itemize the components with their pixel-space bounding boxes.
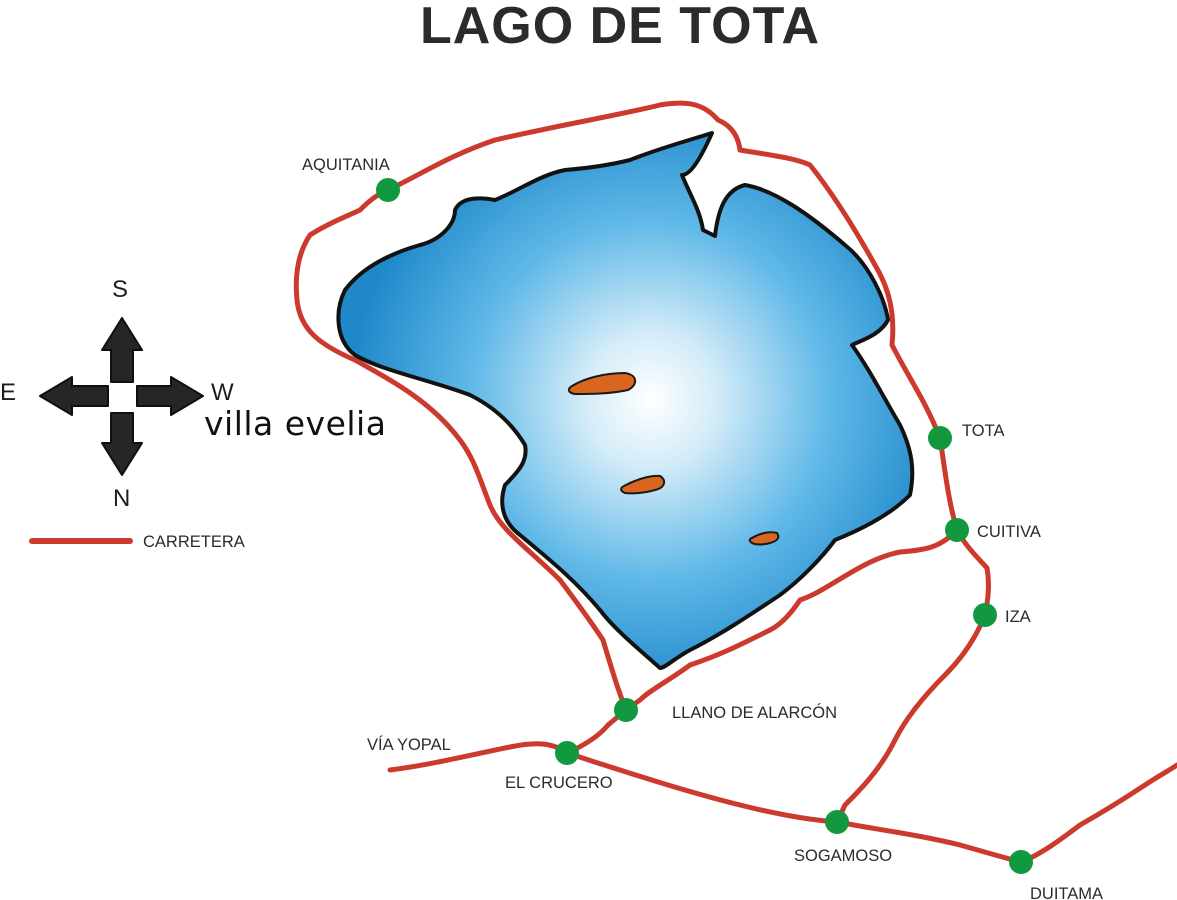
town-markers (376, 178, 1033, 874)
compass-arrow-down-icon (101, 412, 143, 476)
compass-label-right: W (211, 379, 234, 406)
town-marker-iza[interactable] (973, 603, 997, 627)
road-crucero-duitama (564, 750, 1177, 865)
compass-rose (39, 317, 204, 476)
road-via-yopal (387, 741, 570, 773)
town-marker-el-crucero[interactable] (555, 741, 579, 765)
town-marker-aquitania[interactable] (376, 178, 400, 202)
label-el-crucero: EL CRUCERO (505, 774, 613, 792)
label-iza: IZA (1005, 608, 1031, 626)
place-labels: AQUITANIA TOTA CUITIVA IZA LLANO DE ALAR… (302, 156, 1103, 900)
island-small (748, 531, 780, 546)
town-marker-tota[interactable] (928, 426, 952, 450)
road-lake-loop (293, 100, 960, 713)
label-tota: TOTA (962, 422, 1004, 440)
town-marker-sogamoso[interactable] (825, 810, 849, 834)
map-title: LAGO DE TOTA (419, 0, 821, 55)
islands (567, 371, 780, 546)
road-cuitiva-sogamoso (834, 527, 991, 825)
compass-label-bottom: N (113, 485, 130, 512)
label-sogamoso: SOGAMOSO (794, 847, 892, 865)
compass-label-left: E (0, 379, 16, 406)
compass-arrow-up-icon (101, 317, 143, 383)
town-marker-duitama[interactable] (1009, 850, 1033, 874)
island-large (567, 371, 637, 396)
town-marker-cuitiva[interactable] (945, 518, 969, 542)
label-aquitania: AQUITANIA (302, 156, 390, 174)
label-llano-de-alarcon: LLANO DE ALARCÓN (672, 703, 837, 722)
island-medium (620, 474, 666, 495)
legend-road-label: CARRETERA (143, 533, 245, 551)
label-cuitiva: CUITIVA (977, 523, 1041, 541)
label-duitama: DUITAMA (1030, 885, 1103, 900)
compass-label-top: S (112, 276, 128, 303)
label-via-yopal: VÍA YOPAL (367, 735, 451, 754)
town-marker-llano-de-alarcon[interactable] (614, 698, 638, 722)
caption-text: villa evelia (204, 404, 387, 443)
compass-arrow-right-icon (136, 376, 204, 416)
legend: CARRETERA (29, 533, 245, 551)
compass-arrow-left-icon (39, 376, 109, 416)
